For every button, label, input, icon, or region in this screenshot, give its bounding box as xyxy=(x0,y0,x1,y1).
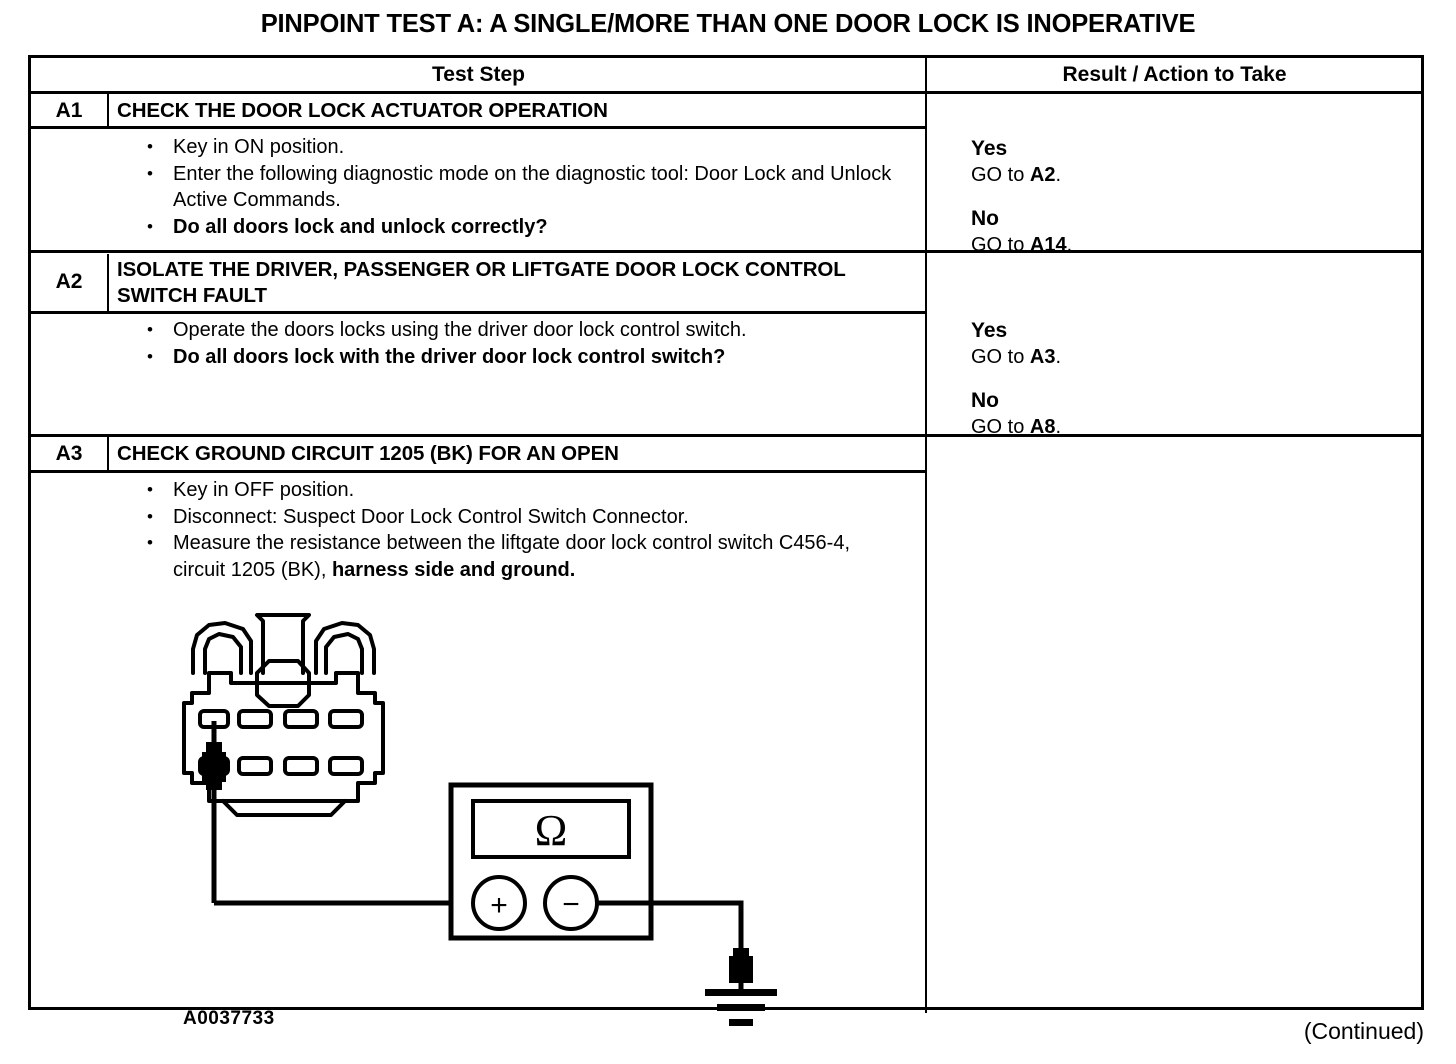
result-block-a1: Yes GO to A2. No GO to A14. xyxy=(971,136,1072,258)
latch-left-arm-outer xyxy=(191,621,253,675)
latch-left-arm-inner xyxy=(203,632,243,675)
bullet-dot-icon: • xyxy=(147,320,153,339)
latch-right-arm-inner xyxy=(324,632,364,675)
header-rule xyxy=(31,91,1421,94)
bullet-dot-icon: • xyxy=(147,216,153,236)
result-action-suffix: . xyxy=(1066,234,1073,256)
step-id-divider-a3 xyxy=(107,437,109,470)
bullet-dot-icon: • xyxy=(147,137,153,156)
step-bullets-a1: • Key in ON position. • Enter the follow… xyxy=(141,134,913,240)
terminal-cavity-top-3 xyxy=(283,709,319,729)
step-heading-a3: CHECK GROUND CIRCUIT 1205 (BK) FOR AN OP… xyxy=(117,442,619,465)
bullet-dot-icon: • xyxy=(147,163,153,183)
result-answer-yes: Yes xyxy=(971,137,1008,160)
ground-bar-1 xyxy=(705,989,777,996)
bullet-dot-icon: • xyxy=(147,346,153,366)
step-id-a1: A1 xyxy=(55,99,83,122)
result-answer-no: No xyxy=(971,389,999,412)
step-heading-a1: CHECK THE DOOR LOCK ACTUATOR OPERATION xyxy=(117,99,608,122)
step-heading-a2: ISOLATE THE DRIVER, PASSENGER OR LIFTGAT… xyxy=(117,258,846,307)
step-heading-rule-a2 xyxy=(31,311,926,314)
bullet-dot-icon: • xyxy=(147,533,153,552)
pinpoint-test-table: Test Step Result / Action to Take A1 CHE… xyxy=(28,55,1424,1029)
step-bullets-a2: • Operate the doors locks using the driv… xyxy=(141,317,747,370)
ohmmeter-display xyxy=(471,799,631,859)
figure-id-label: A0037733 xyxy=(183,1008,275,1029)
negative-terminal-label: − xyxy=(562,888,580,921)
ohmmeter-body xyxy=(448,782,654,941)
bullet-text: Do all doors lock and unlock correctly? xyxy=(173,215,548,238)
column-divider xyxy=(925,58,927,1013)
probe-tip-icon xyxy=(202,742,226,790)
ground-bar-2 xyxy=(717,1004,765,1011)
bullet-text: Disconnect: Suspect Door Lock Control Sw… xyxy=(173,505,689,528)
terminal-cavity-bottom-3 xyxy=(283,756,319,776)
bullet-text: Do all doors lock with the driver door l… xyxy=(173,345,726,368)
bullet-item: • Operate the doors locks using the driv… xyxy=(141,317,747,344)
latch-right-arm-outer xyxy=(314,621,376,675)
latch-center-stem xyxy=(255,613,311,675)
row-rule-a2-a3 xyxy=(31,434,1421,437)
bullet-text: Key in OFF position. xyxy=(173,479,355,501)
continued-label: (Continued) xyxy=(1303,1018,1424,1044)
positive-terminal-label: + xyxy=(490,889,508,922)
page-title: PINPOINT TEST A: A SINGLE/MORE THAN ONE … xyxy=(260,10,1196,38)
connector-lower-lip xyxy=(221,799,347,817)
result-answer-no: No xyxy=(971,207,999,230)
step-id-divider-a1 xyxy=(107,94,109,126)
latch-center-base xyxy=(255,659,311,708)
bullet-item: • Disconnect: Suspect Door Lock Control … xyxy=(141,504,903,531)
wiring-diagram-svg: Ω + − xyxy=(182,613,753,992)
lead-wire-to-ground xyxy=(597,900,744,963)
step-id-divider-a2 xyxy=(107,254,109,311)
bullet-item: • Do all doors lock with the driver door… xyxy=(141,344,747,371)
connector-housing xyxy=(182,671,385,803)
result-action-prefix: GO to xyxy=(971,164,1030,186)
result-block-a2: Yes GO to A3. No GO to A8. xyxy=(971,318,1061,440)
step-id-a3: A3 xyxy=(55,442,83,465)
result-action-no: GO to A8. xyxy=(971,414,1061,440)
row-rule-a1-a2 xyxy=(31,250,1421,253)
column-header-test-step: Test Step xyxy=(432,62,525,86)
column-header-result-action: Result / Action to Take xyxy=(1062,62,1287,86)
wiring-diagram-figure: Ω + − xyxy=(151,603,871,1026)
bullet-item: • Measure the resistance between the lif… xyxy=(141,530,903,583)
result-answer-yes: Yes xyxy=(971,319,1008,342)
result-action-target: A8 xyxy=(1029,416,1056,438)
bullet-text-emphasis: harness side and ground. xyxy=(331,558,576,581)
result-action-yes: GO to A2. xyxy=(971,162,1072,188)
bullet-text: Operate the doors locks using the driver… xyxy=(173,319,747,341)
bullet-dot-icon: • xyxy=(147,480,153,499)
result-action-target: A2 xyxy=(1029,164,1056,186)
terminal-cavity-top-4 xyxy=(328,709,364,729)
result-action-yes: GO to A3. xyxy=(971,344,1061,370)
step-bullets-a3: • Key in OFF position. • Disconnect: Sus… xyxy=(141,477,903,583)
step-heading-rule-a3 xyxy=(31,470,926,473)
bullet-item: • Do all doors lock and unlock correctly… xyxy=(141,214,913,241)
result-action-suffix: . xyxy=(1055,346,1062,368)
bullet-text: Key in ON position. xyxy=(173,136,345,158)
bullet-item: • Key in OFF position. xyxy=(141,477,903,504)
step-id-a2: A2 xyxy=(55,269,83,293)
step-heading-rule-a1 xyxy=(31,126,926,129)
terminal-cavity-bottom-4 xyxy=(328,756,364,776)
terminal-cavity-bottom-2 xyxy=(237,756,273,776)
terminal-cavity-top-2 xyxy=(237,709,273,729)
result-action-prefix: GO to xyxy=(971,416,1030,438)
result-action-prefix: GO to xyxy=(971,346,1030,368)
bullet-text: Enter the following diagnostic mode on t… xyxy=(173,162,892,212)
bullet-item: • Enter the following diagnostic mode on… xyxy=(141,161,913,214)
bullet-text: Measure the resistance between the liftg… xyxy=(173,530,903,583)
bullet-dot-icon: • xyxy=(147,506,153,526)
ground-symbol-svg xyxy=(705,959,777,1026)
result-action-no: GO to A14. xyxy=(971,232,1072,258)
bullet-text-normal: Measure the resistance between the liftg… xyxy=(173,532,851,581)
result-action-target: A3 xyxy=(1029,346,1056,368)
bullet-item: • Key in ON position. xyxy=(141,134,913,161)
result-action-suffix: . xyxy=(1055,164,1062,186)
ground-bar-3 xyxy=(729,1019,753,1026)
result-action-suffix: . xyxy=(1055,416,1062,438)
ohmmeter-symbol: Ω xyxy=(535,806,568,855)
ohmmeter-positive-terminal xyxy=(471,875,527,931)
